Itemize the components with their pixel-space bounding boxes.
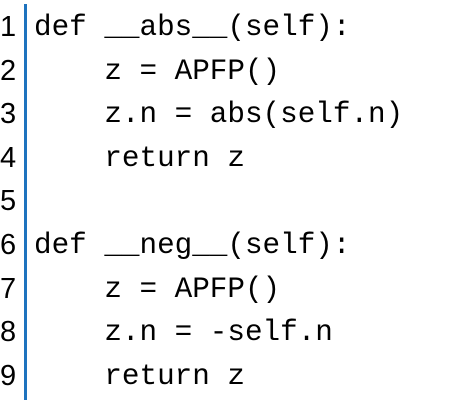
code-line[interactable]: z = APFP() [34,54,281,88]
code-line[interactable]: def __neg__(self): [34,228,351,262]
code-line[interactable]: return z [34,141,245,175]
line-number: 8 [0,316,17,349]
code-line[interactable]: def __abs__(self): [34,11,351,44]
code-line[interactable] [34,180,403,224]
line-number: 5 [0,185,17,218]
code-line[interactable]: z = APFP() [34,272,281,306]
line-number: 2 [0,54,17,87]
line-number: 4 [0,141,17,174]
gutter-divider [24,4,27,400]
code-line[interactable]: z.n = -self.n [34,316,333,350]
code-line[interactable]: return z [34,359,245,393]
line-number: 3 [0,98,17,131]
line-number: 9 [0,359,17,392]
code-area[interactable]: def __abs__(self): z = APFP() z.n = abs(… [34,6,403,398]
line-number: 6 [0,228,17,261]
line-number: 7 [0,272,17,305]
line-number-gutter: 1 2 3 4 5 6 7 8 9 [0,6,22,398]
code-line[interactable]: z.n = abs(self.n) [34,98,404,132]
line-number: 1 [0,11,17,43]
